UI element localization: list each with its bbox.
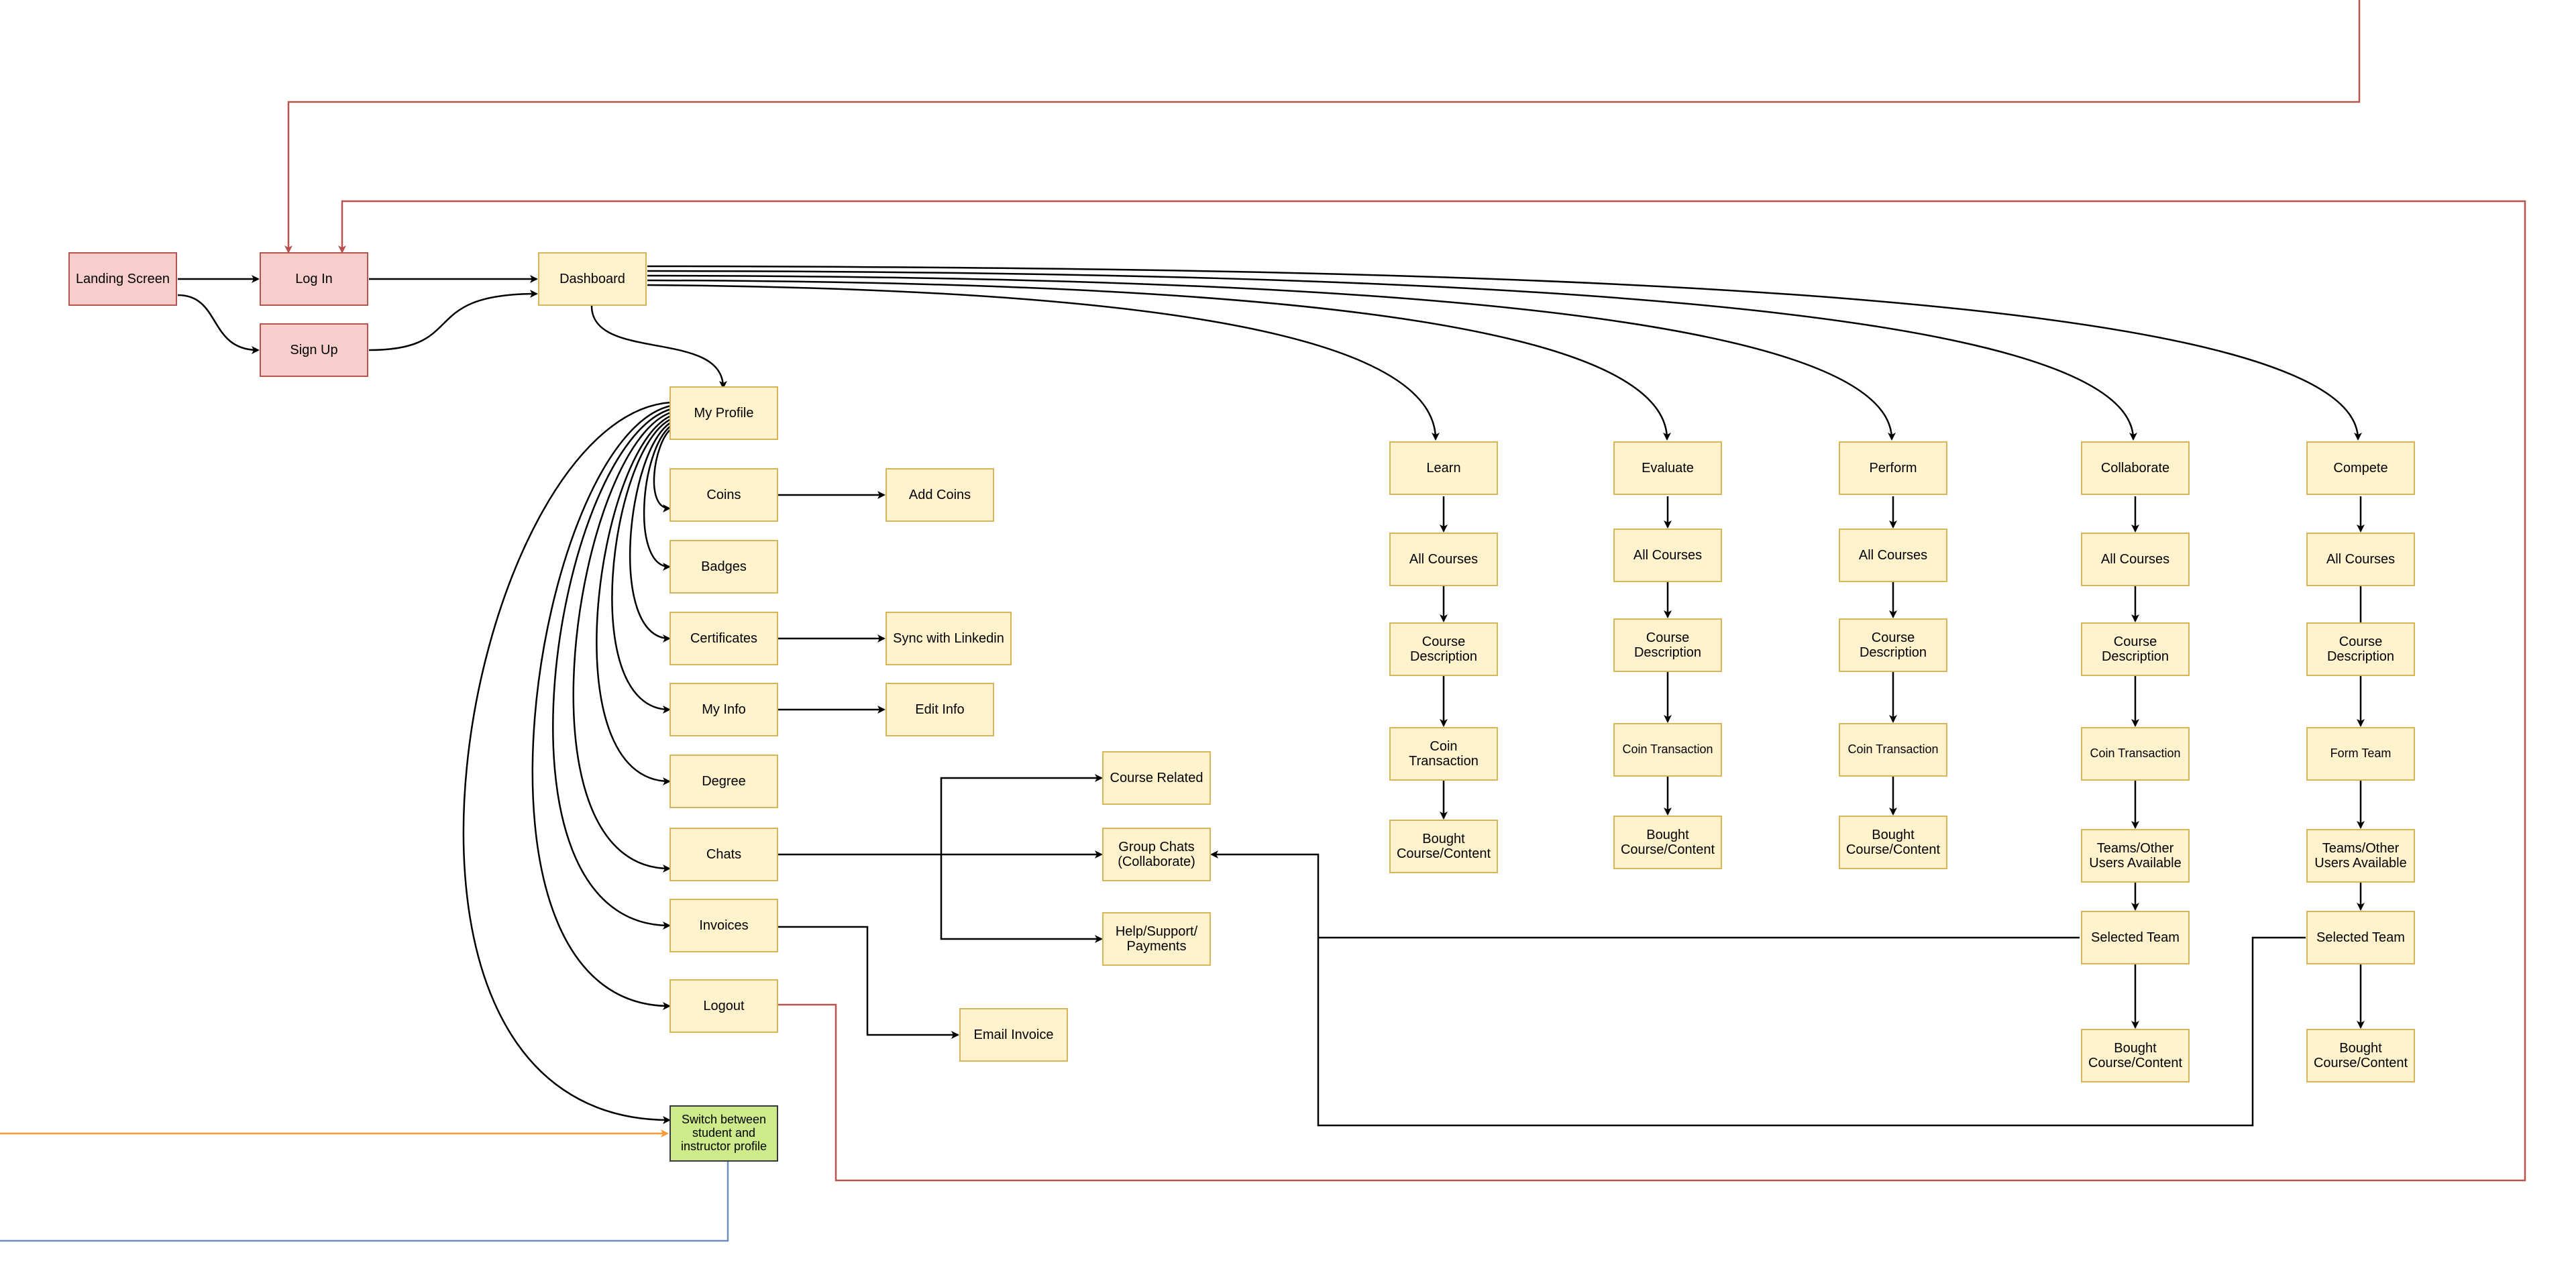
edge-switch-to-blue [0,1161,729,1242]
learn-bought-node[interactable]: Bought Course/Content [1389,820,1498,873]
edge-profile-to-certificates [629,421,672,643]
edge-chats-to-help [940,854,1103,943]
course-related-node[interactable]: Course Related [1102,751,1211,805]
evaluate-course-description-node[interactable]: Course Description [1613,618,1722,672]
evaluate-bought-node[interactable]: Bought Course/Content [1613,816,1722,869]
collaborate-selected-team-node[interactable]: Selected Team [2081,911,2190,964]
edge-profile-to-logout [531,404,672,1010]
edge-dashboard-to-perform [647,274,1896,441]
edge-compete-team-to-groupchats [1210,850,2306,1127]
edge-profile-to-degree [596,414,672,785]
badges-node[interactable]: Badges [669,540,778,594]
edge-profile-to-badges [643,425,672,571]
perform-course-description-node[interactable]: Course Description [1839,618,1947,672]
dashboard-node[interactable]: Dashboard [538,252,647,306]
collaborate-node[interactable]: Collaborate [2081,441,2190,495]
edge-dashboard-to-myprofile [590,305,727,389]
evaluate-node[interactable]: Evaluate [1613,441,1722,495]
compete-node[interactable]: Compete [2306,441,2415,495]
perform-all-courses-node[interactable]: All Courses [1839,529,1947,582]
edge-profile-to-coins [653,429,672,512]
edge-dashboard-to-compete [647,265,2362,441]
learn-coin-transaction-node[interactable]: Coin Transaction [1389,727,1498,781]
edge-chats-to-courserelated [940,774,1103,854]
edge-landing-to-signup [177,294,260,354]
compete-teams-node[interactable]: Teams/Other Users Available [2306,829,2415,883]
edge-dashboard-to-evaluate [647,279,1671,441]
compete-form-team-node[interactable]: Form Team [2306,727,2415,781]
collaborate-bought-node[interactable]: Bought Course/Content [2081,1029,2190,1082]
perform-bought-node[interactable]: Bought Course/Content [1839,816,1947,869]
my-profile-node[interactable]: My Profile [669,386,778,440]
landing-screen-node[interactable]: Landing Screen [68,252,177,306]
edge-signup-to-dashboard [368,290,538,351]
edge-profile-to-myinfo [611,418,672,714]
perform-coin-transaction-node[interactable]: Coin Transaction [1839,723,1947,777]
learn-course-description-node[interactable]: Course Description [1389,622,1498,676]
login-node[interactable]: Log In [260,252,368,306]
help-support-node[interactable]: Help/Support/ Payments [1102,912,1211,966]
signup-node[interactable]: Sign Up [260,323,368,377]
edge-dashboard-to-learn [647,284,1440,441]
collaborate-all-courses-node[interactable]: All Courses [2081,533,2190,586]
coins-node[interactable]: Coins [669,468,778,522]
email-invoice-node[interactable]: Email Invoice [959,1008,1068,1062]
compete-all-courses-node[interactable]: All Courses [2306,533,2415,586]
evaluate-coin-transaction-node[interactable]: Coin Transaction [1613,723,1722,777]
learn-all-courses-node[interactable]: All Courses [1389,533,1498,586]
group-chats-node[interactable]: Group Chats (Collaborate) [1102,828,1211,881]
chats-node[interactable]: Chats [669,828,778,881]
edge-profile-to-chats [572,411,672,873]
evaluate-all-courses-node[interactable]: All Courses [1613,529,1722,582]
invoices-node[interactable]: Invoices [669,899,778,952]
perform-node[interactable]: Perform [1839,441,1947,495]
collaborate-teams-node[interactable]: Teams/Other Users Available [2081,829,2190,883]
sync-linkedin-node[interactable]: Sync with Linkedin [885,612,1012,665]
compete-bought-node[interactable]: Bought Course/Content [2306,1029,2415,1082]
edge-top-red-to-login [284,0,2361,254]
edit-info-node[interactable]: Edit Info [885,683,994,736]
edge-logout-to-login [338,200,2526,1182]
compete-course-description-node[interactable]: Course Description [2306,622,2415,676]
collaborate-course-description-node[interactable]: Course Description [2081,622,2190,676]
logout-node[interactable]: Logout [669,979,778,1033]
degree-node[interactable]: Degree [669,755,778,808]
certificates-node[interactable]: Certificates [669,612,778,665]
add-coins-node[interactable]: Add Coins [885,468,994,522]
my-info-node[interactable]: My Info [669,683,778,736]
learn-node[interactable]: Learn [1389,441,1498,495]
compete-selected-team-node[interactable]: Selected Team [2306,911,2415,964]
switch-profile-node[interactable]: Switch between student and instructor pr… [669,1105,778,1162]
edge-profile-to-invoices [552,408,672,930]
edge-dashboard-to-collaborate [647,270,2137,441]
edge-profile-to-switch [462,401,672,1124]
collaborate-coin-transaction-node[interactable]: Coin Transaction [2081,727,2190,781]
edge-invoices-to-email [778,926,959,1039]
